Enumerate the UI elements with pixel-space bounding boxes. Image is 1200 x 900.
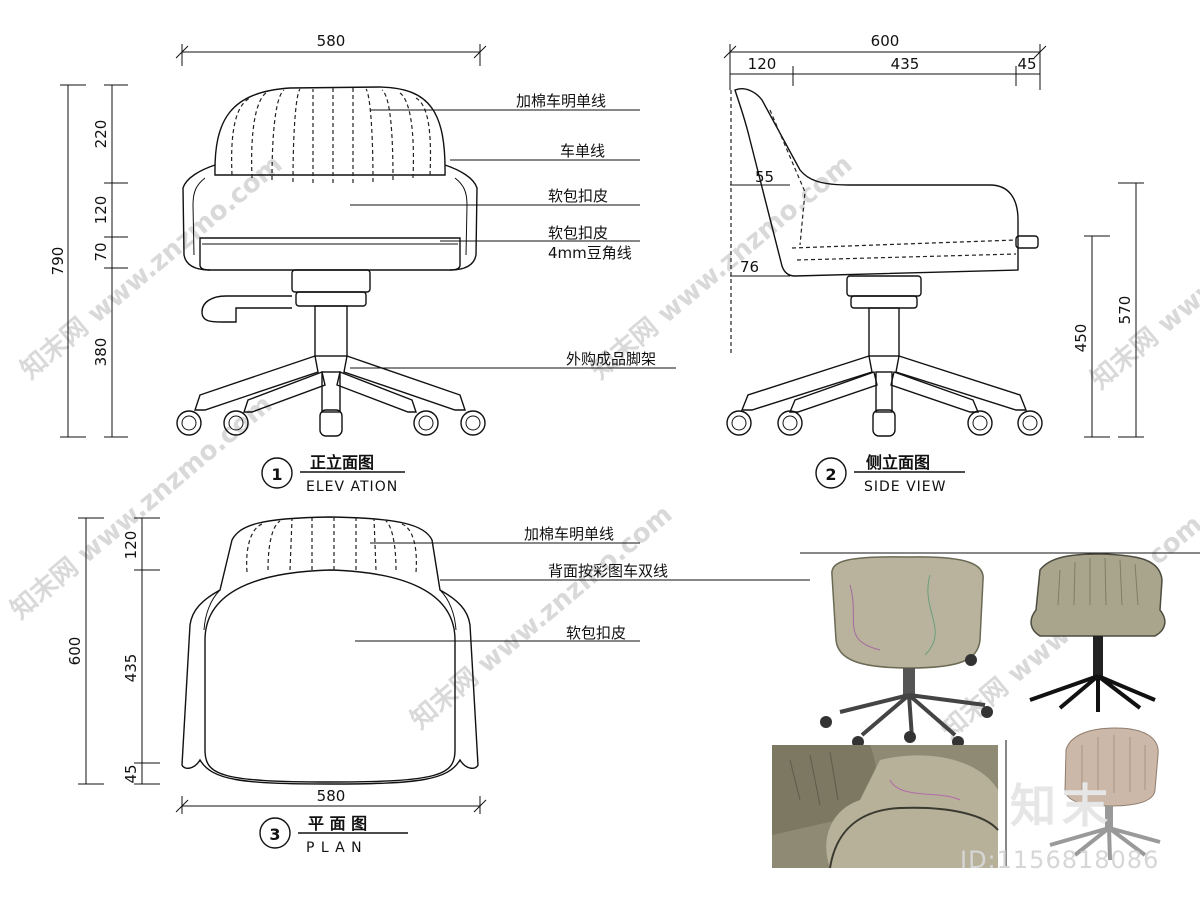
watermark-brand-logo: 知末	[1010, 779, 1114, 833]
reference-photos	[772, 552, 1200, 869]
watermark-text: 知末网 www.znzmo.com	[1085, 159, 1200, 395]
view-subtitle: SIDE VIEW	[864, 479, 947, 495]
view-title: 正立面图	[310, 453, 374, 472]
plan-view: 600 120 435 45 580	[66, 516, 810, 856]
elevation-view: 580 790 220 120 70 380	[49, 32, 676, 495]
gas-lift-lever	[201, 295, 292, 323]
elevation-label: 软包扣皮	[548, 224, 608, 242]
chair-arm-right	[444, 164, 478, 271]
side-total-width-dim: 600	[871, 32, 900, 50]
plan-depth-dim: 45	[122, 764, 140, 783]
chair-arm-left	[182, 164, 216, 271]
view-title: 平 面 图	[308, 814, 367, 833]
casters	[176, 409, 486, 437]
elevation-total-dim: 790	[49, 247, 67, 276]
side-view: 600 120 435 45 55 76	[723, 32, 1144, 495]
side-width-dim: 120	[748, 55, 777, 73]
view-number: 1	[271, 465, 282, 484]
plan-chair-outline	[181, 516, 479, 785]
plan-total-depth-dim: 600	[66, 637, 84, 666]
chair-back-outline	[214, 86, 446, 176]
watermark-id: ID:1156818086	[960, 846, 1160, 874]
photo-leather-chair	[1049, 727, 1161, 861]
photo-close-up	[772, 745, 999, 869]
side-angle-dim: 55	[755, 168, 774, 186]
elevation-height-dim: 220	[92, 120, 110, 149]
view-number: 3	[269, 825, 280, 844]
side-casters	[726, 409, 1043, 437]
elevation-height-dim: 70	[92, 242, 110, 261]
side-chair-body	[734, 88, 1019, 277]
elevation-label: 软包扣皮	[548, 187, 608, 205]
view-subtitle: P L A N	[306, 840, 363, 856]
seat-cushion	[199, 237, 461, 271]
photo-chair-top	[1029, 553, 1166, 712]
plan-label: 软包扣皮	[566, 624, 626, 642]
view-number: 2	[825, 465, 836, 484]
side-width-dim: 45	[1017, 55, 1036, 73]
elevation-height-dim: 120	[92, 196, 110, 225]
five-star-base	[194, 355, 319, 411]
elevation-width-dim: 580	[317, 32, 346, 50]
view-subtitle: ELEV ATION	[306, 479, 398, 495]
side-height-dim: 450	[1072, 324, 1090, 353]
plan-depth-dim: 435	[122, 654, 140, 683]
side-width-dim: 435	[891, 55, 920, 73]
plan-seat	[204, 569, 456, 783]
side-height-dim: 570	[1116, 296, 1134, 325]
elevation-label: 外购成品脚架	[566, 350, 656, 368]
elevation-label: 4mm豆角线	[548, 244, 632, 262]
side-angle-dim: 76	[740, 258, 759, 276]
elevation-label: 加棉车明单线	[516, 92, 606, 110]
view-title: 侧立面图	[866, 453, 930, 472]
plan-width-dim: 580	[317, 787, 346, 805]
plan-label: 背面按彩图车双线	[548, 562, 668, 580]
back-quilting	[231, 88, 432, 183]
plan-label: 加棉车明单线	[524, 525, 614, 543]
photo-fabric-chair	[820, 556, 993, 748]
plan-quilting	[246, 518, 417, 573]
elevation-height-dim: 380	[92, 338, 110, 367]
plan-depth-dim: 120	[122, 531, 140, 560]
elevation-label: 车单线	[560, 142, 605, 160]
